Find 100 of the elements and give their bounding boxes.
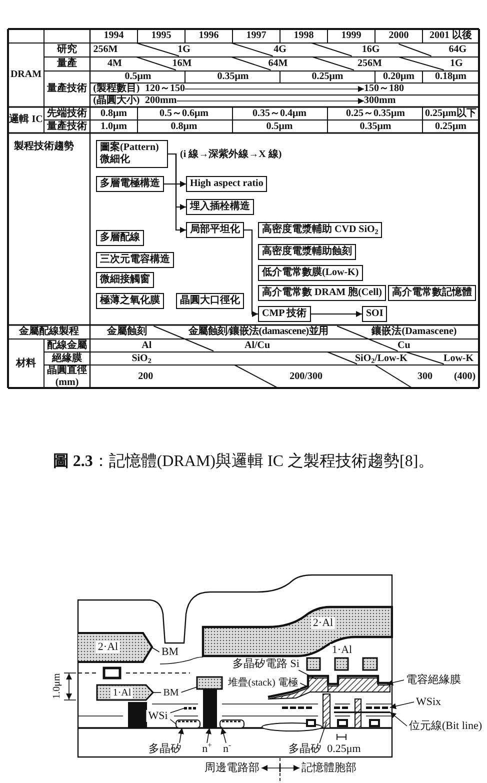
process-box: 高介電常數記憶體 xyxy=(388,285,476,301)
row-heading: 研究 xyxy=(57,44,77,56)
process-box: 局部平坦化 xyxy=(186,222,244,238)
process-box: 高介電常數 DRAM 胞(Cell) xyxy=(258,285,386,301)
table-value: 300 xyxy=(418,370,432,382)
process-box: 極薄之氧化膜 xyxy=(96,293,164,309)
table-value: 0.35～0.4μm xyxy=(252,108,306,120)
table-value: SiO$_{2}$ xyxy=(132,352,152,364)
table-value: (400) xyxy=(454,370,476,382)
row-heading: 絕緣膜 xyxy=(52,352,82,364)
dimension-label: 0.25μm xyxy=(327,742,361,756)
process-box: 埋入插栓構造 xyxy=(186,199,254,215)
table-value: 1.0μm xyxy=(100,120,127,132)
row-heading: 邏輯 IC xyxy=(9,114,43,126)
table-value: 0.35μm xyxy=(360,120,392,132)
row-heading: 金屬配線製程 xyxy=(19,326,80,338)
leader-line xyxy=(152,692,162,693)
arrow xyxy=(261,765,280,771)
row-heading: 材料 xyxy=(16,358,36,370)
leader-arrow xyxy=(390,702,414,710)
table-value: 鑲嵌法(Damascene) xyxy=(372,326,457,338)
arrow xyxy=(168,153,186,233)
table-value: 0.8μm xyxy=(170,120,198,132)
part-label: 堆疊(stack) 電極 xyxy=(226,678,300,688)
year-heading: 1997 xyxy=(246,30,266,42)
row-heading: 量產 xyxy=(57,58,77,70)
table-value: 0.18μm xyxy=(435,71,466,83)
arrow xyxy=(184,86,364,92)
table-value: 0.25μm xyxy=(435,120,466,132)
annotation-text: (i 線→深紫外線→X 線) xyxy=(180,148,282,160)
leader-arrow xyxy=(220,728,226,744)
process-box: 圖案(Pattern) 微細化 xyxy=(96,140,168,168)
table-value: SiO$_{2}$/Low-K xyxy=(354,352,408,364)
table-value: 200 xyxy=(138,370,154,382)
table-value: 200mm xyxy=(145,95,177,107)
process-box: 高密度電漿輔助蝕刻 xyxy=(258,244,356,260)
row-heading: 量產技術 xyxy=(47,83,87,95)
part-label: BM xyxy=(161,687,181,698)
year-heading: 1999 xyxy=(341,30,362,42)
table-value: 64M xyxy=(268,58,288,70)
table-value: 1G xyxy=(178,44,190,56)
year-heading: 1995 xyxy=(151,30,172,42)
region-label: 記憶體胞部 xyxy=(300,762,358,774)
table-value: 0.25μm以下 xyxy=(425,108,476,120)
table-value: 16G xyxy=(362,44,380,56)
process-box: 三次元電容構造 xyxy=(96,252,174,268)
part-label: 2·Al xyxy=(310,616,336,630)
row-heading: 量產技術 xyxy=(47,120,87,132)
part-label: 多晶矽電路 Si xyxy=(230,658,302,670)
leader-arrow xyxy=(386,680,404,686)
table-value: 0.5μm xyxy=(124,71,152,83)
arrow xyxy=(164,181,186,187)
table-value: 0.25μm xyxy=(312,71,344,83)
table-value: 300mm xyxy=(364,95,396,107)
leader-line xyxy=(319,722,327,744)
gate-electrode xyxy=(176,720,200,728)
table-value: 0.8μm xyxy=(100,108,127,120)
leader-line xyxy=(300,682,308,688)
table-value: Cu xyxy=(398,340,410,352)
section-heading: 製程技術趨勢 xyxy=(14,141,74,153)
table-value: Low-K xyxy=(444,352,474,364)
table-value: 0.5～0.6μm xyxy=(159,108,208,120)
arrow xyxy=(310,311,362,317)
bit-line xyxy=(334,706,390,714)
part-label: WSix xyxy=(414,696,444,708)
silicide-strip xyxy=(184,707,196,710)
table-value: 256M xyxy=(93,44,118,56)
table-value: 0.5μm xyxy=(266,120,293,132)
leader-arrow xyxy=(390,712,408,726)
poly-plug xyxy=(322,694,330,728)
row-heading: 配線金屬 xyxy=(47,340,87,352)
dimension-label: 1.0μm xyxy=(52,673,62,699)
table-value: Al/Cu xyxy=(244,340,270,352)
table-value: 4M xyxy=(108,58,122,70)
table-value: 金屬蝕刻/鑲嵌法(damascene)並用 xyxy=(188,326,328,338)
year-heading: 1998 xyxy=(294,30,314,42)
arrow xyxy=(176,98,364,104)
table-value: 64G xyxy=(448,44,467,56)
aluminum-wiring: 2·Al xyxy=(77,632,154,663)
table-value: 200/300 xyxy=(290,370,322,382)
figure-caption: 圖 2.3：記憶體(DRAM)與邏輯 IC 之製程技術趨勢[8]。 xyxy=(52,452,434,472)
process-box: SOI xyxy=(362,306,388,322)
part-label: 多晶矽 xyxy=(146,742,184,756)
table-value: Al xyxy=(142,340,152,352)
process-box: 多層配線 xyxy=(96,230,144,246)
year-heading: 1994 xyxy=(104,30,124,42)
region-label: 周邊電路部 xyxy=(202,762,262,774)
arrow xyxy=(244,229,258,317)
leader-arrow xyxy=(206,728,212,744)
table-value: 120～150 xyxy=(145,83,185,95)
table-value: 0.20μm xyxy=(383,71,414,83)
process-box: 多層電極構造 xyxy=(96,176,164,192)
arrow xyxy=(280,765,300,771)
process-box: High aspect ratio xyxy=(186,176,268,192)
process-box: CMP 技術 xyxy=(258,306,311,322)
year-heading: 1996 xyxy=(198,30,219,42)
year-heading: 2000 xyxy=(388,30,409,42)
part-label: 多晶矽 xyxy=(286,742,324,756)
leader-line xyxy=(298,670,316,680)
gate-electrode xyxy=(220,720,244,728)
